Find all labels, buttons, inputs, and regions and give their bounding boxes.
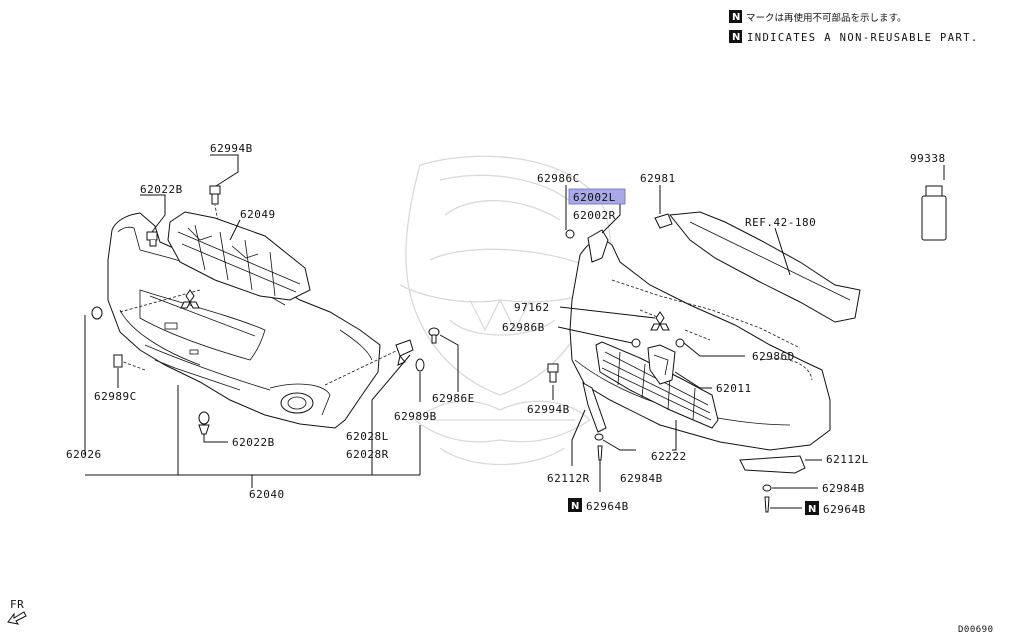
bracket-62112L <box>739 455 806 474</box>
label-62981[interactable]: 62981 <box>640 172 676 185</box>
label-62994B-top[interactable]: 62994B <box>210 142 253 155</box>
right-leader-lines <box>552 165 945 509</box>
label-62028L[interactable]: 62028L <box>346 430 389 443</box>
label-62989B[interactable]: 62989B <box>394 410 437 423</box>
left-leader-lines <box>84 154 459 488</box>
touch-up-bottle-99338 <box>921 185 947 241</box>
label-62986C[interactable]: 62986C <box>537 172 580 185</box>
bolt-62981 <box>654 213 673 229</box>
nut-left <box>91 306 103 320</box>
clip-62022B-top <box>146 231 158 247</box>
label-62986D[interactable]: 62986D <box>752 350 795 363</box>
label-62026[interactable]: 62026 <box>66 448 102 461</box>
mitsubishi-emblem-97162 <box>650 311 670 331</box>
front-bumper-cover <box>107 212 381 429</box>
bumper-absorber-62049 <box>167 211 311 301</box>
fr-label: FR <box>10 598 24 611</box>
reinforcement-ref-42-180 <box>669 211 861 323</box>
non-reusable-badge-left: N <box>568 498 582 512</box>
highlight-62002L <box>568 188 626 205</box>
label-62112L[interactable]: 62112L <box>826 453 869 466</box>
bolt-62994B-top <box>209 185 221 205</box>
watermark-emblem <box>399 155 611 466</box>
label-62002L[interactable]: 62002L <box>573 191 616 204</box>
garnish-62011 <box>647 344 676 385</box>
right-bumper-assembly <box>547 185 947 513</box>
label-62112R[interactable]: 62112R <box>547 472 590 485</box>
label-62028R[interactable]: 62028R <box>346 448 389 461</box>
legend-badge-jp: N <box>732 12 740 23</box>
badge-n-left: N <box>571 501 579 512</box>
bracket-62112R <box>582 382 607 433</box>
screw-62986E <box>428 327 440 344</box>
label-62984B-left[interactable]: 62984B <box>620 472 663 485</box>
label-62002R[interactable]: 62002R <box>573 209 616 222</box>
note-jp: マークは再使用不可部品を示します。 <box>746 12 907 24</box>
arrow-icon <box>7 611 27 625</box>
screw-62986C <box>565 229 575 239</box>
clip-62022B-bottom <box>198 411 210 435</box>
label-97162[interactable]: 97162 <box>514 301 550 314</box>
label-62022B-top[interactable]: 62022B <box>140 183 183 196</box>
front-direction-indicator: FR <box>7 598 27 625</box>
badge-n-right: N <box>808 504 816 515</box>
label-62049[interactable]: 62049 <box>240 208 276 221</box>
label-99338[interactable]: 99338 <box>910 152 946 165</box>
label-62040[interactable]: 62040 <box>249 488 285 501</box>
diagram-code: D00690 <box>958 625 994 635</box>
label-62984B-right[interactable]: 62984B <box>822 482 865 495</box>
clip-62989C <box>113 354 123 368</box>
mitsubishi-logo-left <box>180 289 200 309</box>
label-62011[interactable]: 62011 <box>716 382 752 395</box>
label-62986B[interactable]: 62986B <box>502 321 545 334</box>
label-62964B-right[interactable]: 62964B <box>823 503 866 516</box>
label-62222[interactable]: 62222 <box>651 450 687 463</box>
bolt-62994B-right <box>547 363 559 383</box>
label-62994B-right[interactable]: 62994B <box>527 403 570 416</box>
clip-62989B <box>415 358 425 372</box>
legend-notes: N マークは再使用不可部品を示します。 N INDICATES A NON-RE… <box>729 10 979 44</box>
note-en: INDICATES A NON-REUSABLE PART. <box>747 32 979 44</box>
label-62989C[interactable]: 62989C <box>94 390 137 403</box>
non-reusable-badge-right: N <box>805 501 819 515</box>
label-ref-42-180[interactable]: REF.42-180 <box>745 216 816 229</box>
label-62986E[interactable]: 62986E <box>432 392 475 405</box>
legend-badge-en: N <box>732 32 740 43</box>
label-62022B-bottom[interactable]: 62022B <box>232 436 275 449</box>
label-62964B-left[interactable]: 62964B <box>586 500 629 513</box>
fog-lamp-left <box>280 392 314 414</box>
